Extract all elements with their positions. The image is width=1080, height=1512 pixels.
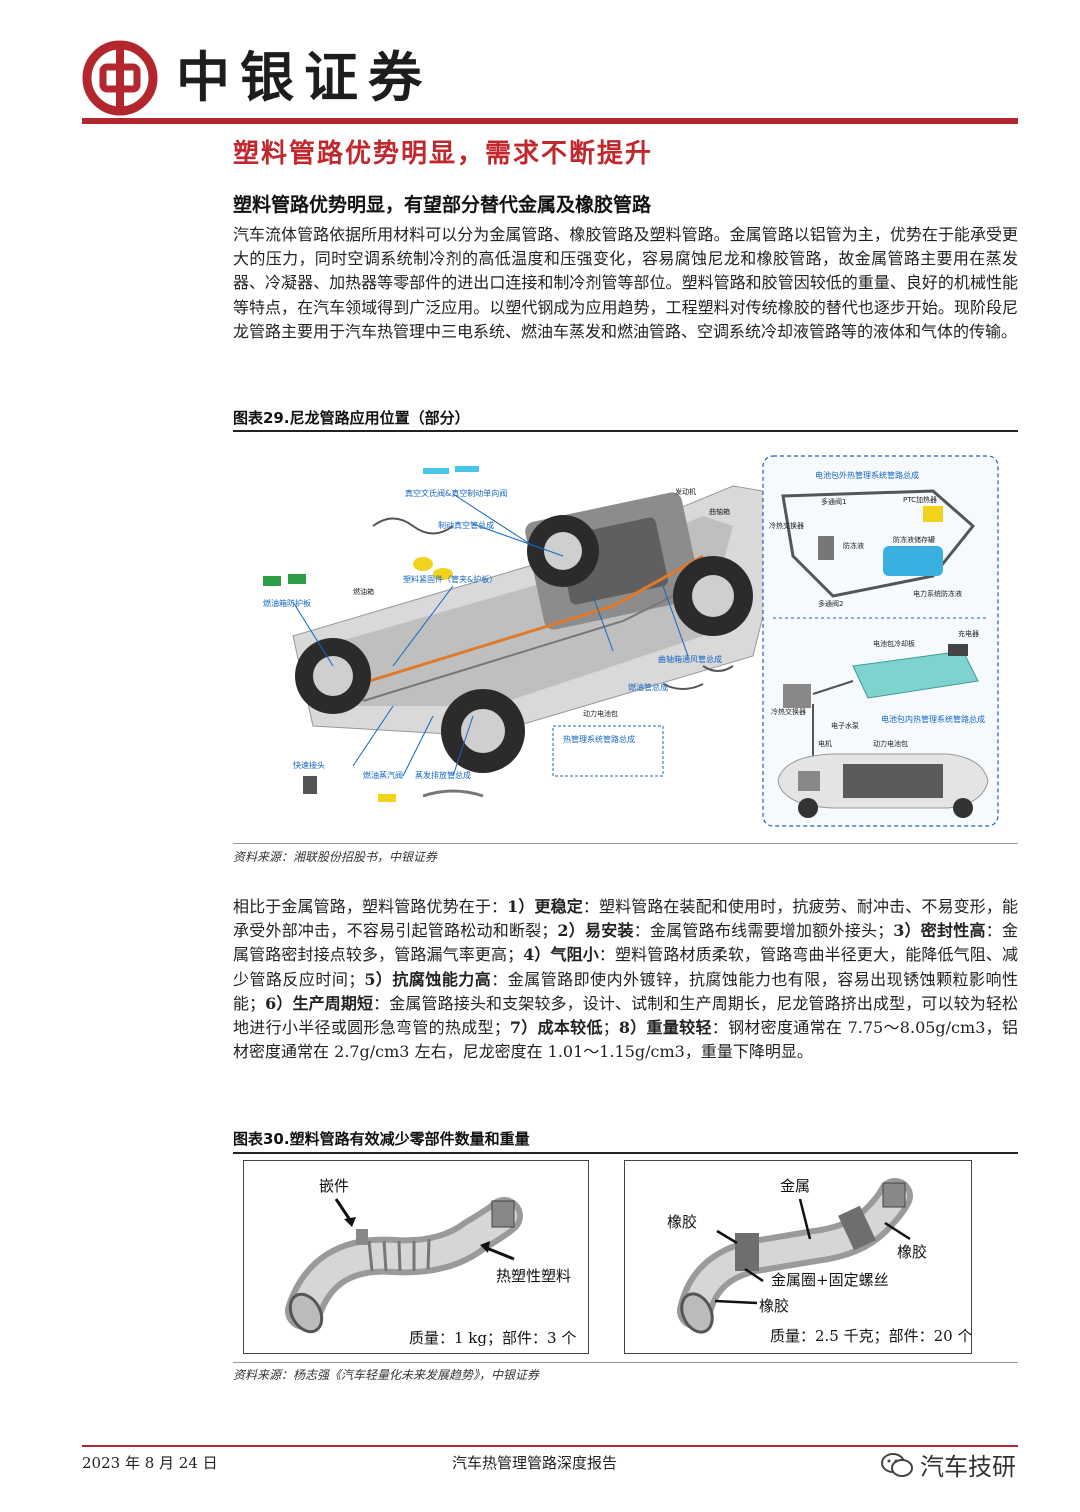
- label-quick-conn: 快速接头: [293, 760, 325, 770]
- p2-b4: 4）气阻小: [523, 945, 599, 965]
- label-metal: 金属: [780, 1177, 810, 1195]
- p2-intro: 相比于金属管路，塑料管路优势在于：: [233, 897, 508, 916]
- label-cold-plate: 电池包冷却板: [873, 639, 915, 648]
- figure-30-metal-pipe: 金属 橡胶 橡胶 金属圈+固定螺丝 橡胶 质量：2.5 千克；部件：20 个: [624, 1160, 972, 1354]
- label-tank: 防冻液储存罐: [893, 535, 935, 544]
- label-chiller: 冷热交换器: [771, 707, 806, 716]
- figure-30-source-rule: [233, 1362, 1018, 1363]
- p2-t1: ：塑料管路在装配和使用时，抗疲劳、耐冲击、不易变形，能承受外部冲击，不容易引起管…: [233, 897, 1018, 941]
- figure-29-source-rule: [233, 843, 1018, 844]
- label-thermal-pipe: 热管理系统管路总成: [563, 734, 635, 744]
- p2-b7: 7）成本较低: [509, 1018, 603, 1038]
- figure-30-title: 图表30.塑料管路有效减少零部件数量和重量: [233, 1130, 530, 1148]
- p2-b5: 5）抗腐蚀能力高: [364, 969, 492, 989]
- p2-t5: ：金属管路即使内外镀锌，抗腐蚀能力也有限，容易出现锈蚀颗粒影响性能；: [233, 969, 1018, 1013]
- label-charger: 充电器: [958, 629, 979, 638]
- p2-t2: ：金属管路布线需要增加额外接头；: [633, 921, 894, 941]
- p2-t7: ；: [602, 1018, 619, 1038]
- label-gearbox: 曲轴箱: [709, 507, 730, 516]
- p2-t8: ：钢材密度通常在 7.75～8.05g/cm3，铝材密度通常在 2.7g/cm3…: [233, 1018, 1018, 1062]
- wechat-icon: [881, 1452, 913, 1477]
- watermark: 汽车技研: [880, 1447, 1016, 1482]
- ev-chassis-illustration: [777, 753, 989, 818]
- leader-lines: [292, 493, 689, 777]
- label-coolant-valve: 冷热交换器: [769, 521, 804, 530]
- metal-pipe-arrows: [714, 1198, 911, 1305]
- p2-b1: 1）更稳定: [507, 897, 583, 916]
- label-outer-system: 电池包外热管理系统管路总成: [815, 470, 919, 480]
- label-inner-system: 电池包内热管理系统管路总成: [881, 714, 985, 724]
- figure-29-title: 图表29.尼龙管路应用位置（部分）: [233, 409, 470, 427]
- brand-name: 中银证券: [176, 46, 432, 109]
- bank-of-china-logo: [82, 40, 158, 116]
- inner-system-illustration: [783, 644, 979, 756]
- label-power-sys: 电力系统防冻液: [913, 589, 962, 598]
- paragraph-1: 汽车流体管路依据所用材料可以分为金属管路、橡胶管路及塑料管路。金属管路以铝管为主…: [233, 225, 1018, 341]
- label-valve1: 多通阀1: [821, 497, 846, 506]
- figure-29-source: 资料来源：湘联股份招股书，中银证券: [233, 850, 438, 864]
- footer-report-title: 汽车热管理管路深度报告: [452, 1454, 618, 1472]
- section-title: 塑料管路优势明显，需求不断提升: [233, 139, 654, 169]
- part-icons: [263, 466, 734, 802]
- label-rubber-bottom: 橡胶: [759, 1297, 789, 1315]
- paragraph-2: 相比于金属管路，塑料管路优势在于：1）更稳定：塑料管路在装配和使用时，抗疲劳、耐…: [233, 895, 1018, 1064]
- p2-t4: ：塑料管路材质柔软，管路弯曲半径更大，能降低气阻、减少管路反应时间；: [233, 945, 1018, 989]
- label-metal-ring: 金属圈+固定螺丝: [771, 1271, 889, 1289]
- label-valve2: 多通阀2: [818, 599, 843, 608]
- footer-rule: [82, 1445, 1018, 1447]
- label-ptc: PTC加热器: [903, 495, 937, 504]
- p2-b2: 2）易安装: [557, 921, 634, 941]
- label-fuel-pipe: 燃油管总成: [628, 682, 668, 692]
- label-rubber-top: 橡胶: [667, 1213, 697, 1231]
- footer-date: 2023 年 8 月 24 日: [82, 1454, 218, 1472]
- p2-t3: ：金属管路密封接点较多，管路漏气率更高；: [233, 921, 1018, 965]
- label-fuel-shield: 燃油箱防护板: [263, 598, 311, 608]
- label-motor: 电机: [818, 739, 832, 748]
- label-antifreeze: 防冻液: [843, 541, 864, 550]
- label-thermoplastic: 热塑性塑料: [496, 1267, 571, 1285]
- figure-29-rule: [233, 430, 1018, 432]
- label-crank-vent: 曲轴箱通风管总成: [658, 654, 722, 664]
- label-insert: 嵌件: [319, 1177, 349, 1195]
- label-battery: 动力电池包: [583, 709, 618, 718]
- figure-30-plastic-pipe: 嵌件 热塑性塑料 质量：1 kg；部件：3 个: [243, 1160, 589, 1354]
- header-rule: [82, 118, 1018, 124]
- plastic-arrow-head: [480, 1241, 490, 1253]
- insert-arrow-head: [344, 1217, 356, 1227]
- sub-title: 塑料管路优势明显，有望部分替代金属及橡胶管路: [233, 194, 652, 216]
- outer-system-illustration: [781, 489, 976, 598]
- figure-30-rule: [233, 1152, 1018, 1154]
- thermal-pipe-box: [552, 725, 664, 777]
- label-battery-pack: 动力电池包: [873, 739, 908, 748]
- metal-pipe-illustration: [677, 1178, 913, 1334]
- label-brake-vacuum: 制动真空管总成: [438, 520, 494, 530]
- label-fuel-tank: 燃油箱: [353, 587, 374, 596]
- label-evap-pipe: 蒸发排放管总成: [415, 770, 471, 780]
- plastic-arrow: [483, 1245, 515, 1261]
- label-connector: 塑料紧固件（管夹&护板）: [403, 574, 497, 584]
- label-rubber-right: 橡胶: [897, 1243, 927, 1261]
- caption-plastic: 质量：1 kg；部件：3 个: [409, 1329, 576, 1347]
- label-vacuum-valve: 真空文氏阀&真空制动单向阀: [405, 488, 507, 498]
- p2-b6: 6）生产周期短: [265, 993, 374, 1013]
- figure-29-diagram: 真空文氏阀&真空制动单向阀 制动真空管总成 塑料紧固件（管夹&护板） 燃油箱 燃…: [263, 455, 999, 827]
- caption-metal: 质量：2.5 千克；部件：20 个: [770, 1327, 972, 1345]
- label-fuel-vapor: 燃油蒸汽阀: [363, 770, 403, 780]
- label-engine: 发动机: [675, 487, 696, 496]
- figure-30-source: 资料来源：杨志强《汽车轻量化未来发展趋势》，中银证券: [233, 1368, 540, 1382]
- p2-t6: ：金属管路接头和支架较多，设计、试制和生产周期长，尼龙管路挤出成型，可以较为轻松…: [233, 993, 1018, 1038]
- plastic-pipe-illustration: [285, 1197, 523, 1334]
- p2-b3: 3）密封性高: [893, 921, 986, 941]
- p2-b8: 8）重量较轻: [618, 1018, 712, 1038]
- chassis-illustration: [292, 485, 794, 773]
- label-pump: 电子水泵: [831, 721, 859, 730]
- watermark-text: 汽车技研: [920, 1453, 1016, 1481]
